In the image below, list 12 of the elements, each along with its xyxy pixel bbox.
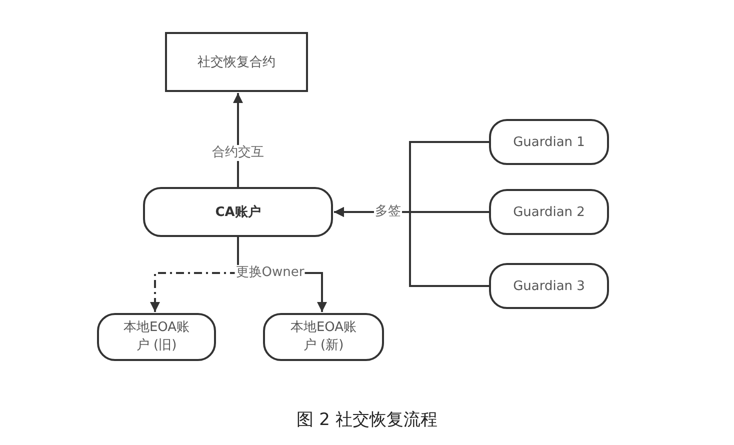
guardian-box: Guardian 3 [489,263,609,309]
edge-label: 更换Owner [234,265,306,281]
account-box: CA账户 [143,187,333,237]
contract-box: 社交恢复合约 [165,32,308,92]
edge-label: 合约交互 [211,145,265,161]
arrow [334,207,489,287]
guardian-box: Guardian 2 [489,189,609,235]
account-box: 本地EOA账户 (新) [263,313,384,361]
caption: 图 2 社交恢复流程 [296,410,438,430]
account-box: 本地EOA账户 (旧) [97,313,216,361]
edge-label: 多签 [374,204,402,220]
guardian-box: Guardian 1 [489,119,609,165]
